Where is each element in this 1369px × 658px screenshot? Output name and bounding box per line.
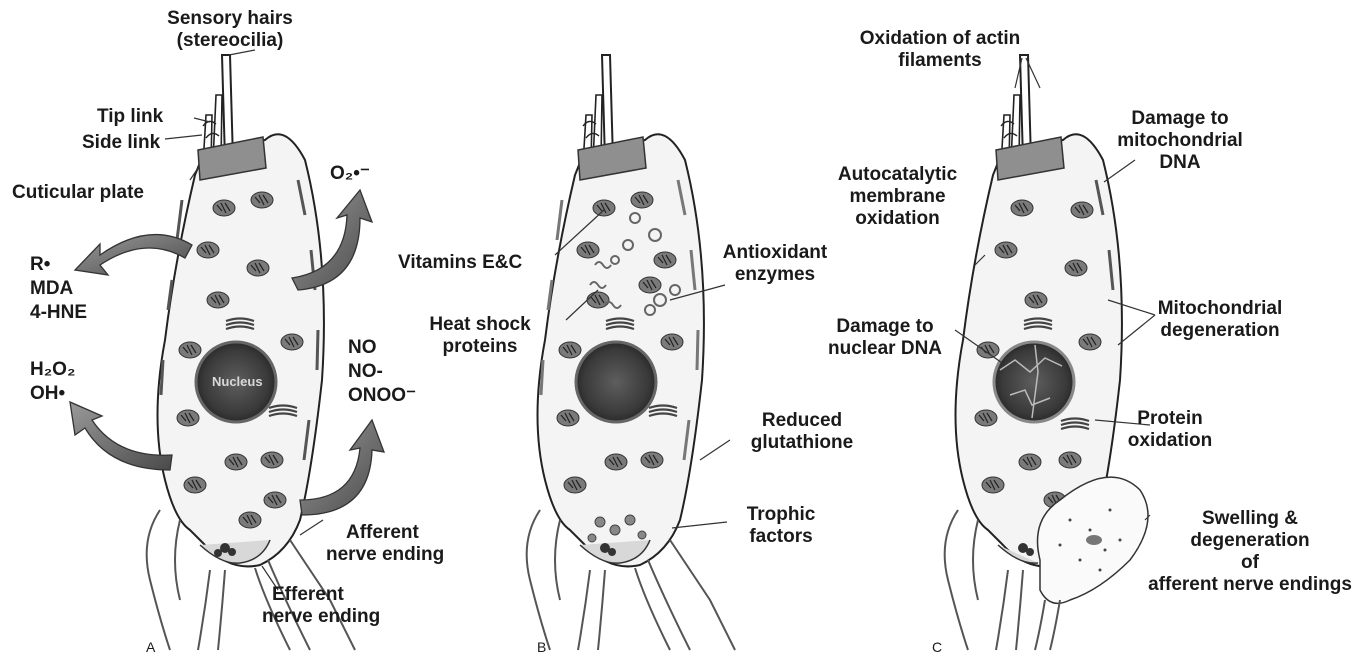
label-no-minus: NO- xyxy=(348,360,416,384)
label-protein-oxidation: Protein oxidation xyxy=(1115,408,1225,452)
label-damage-mito-line1: Damage to xyxy=(1095,108,1265,130)
label-damage-mito-line2: mitochondrial xyxy=(1095,130,1265,152)
label-trophic-line2: factors xyxy=(726,526,836,548)
label-heat-shock: Heat shock proteins xyxy=(405,314,555,358)
label-damage-nuclear-line1: Damage to xyxy=(815,316,955,338)
label-efferent-a-line1: Efferent xyxy=(262,584,380,606)
label-antioxidant-line1: Antioxidant xyxy=(700,242,850,264)
panel-letter-a: A xyxy=(146,636,155,658)
label-mda: MDA xyxy=(30,277,87,301)
label-hydroxyl: OH• xyxy=(30,382,75,406)
label-reduced-glutathione: Reduced glutathione xyxy=(732,410,872,454)
label-reduced-line1: Reduced xyxy=(732,410,872,432)
arrow-lipid-radicals xyxy=(75,235,192,275)
label-tip-link: Tip link xyxy=(97,106,163,128)
nucleus-c xyxy=(994,342,1074,422)
label-afferent-a: Afferent nerve ending xyxy=(326,522,444,566)
panel-b xyxy=(527,55,735,650)
label-damage-mito-line3: DNA xyxy=(1095,152,1265,174)
label-damage-nuclear-dna: Damage to nuclear DNA xyxy=(815,316,955,360)
label-4-hne: 4-HNE xyxy=(30,301,87,325)
label-afferent-a-line2: nerve ending xyxy=(326,544,444,566)
label-trophic-factors: Trophic factors xyxy=(726,504,836,548)
label-heat-shock-line1: Heat shock xyxy=(405,314,555,336)
label-h2o2: H₂O₂ xyxy=(30,358,75,382)
label-autocat-line1: Autocatalytic xyxy=(810,164,985,186)
label-oxidation-actin-line1: Oxidation of actin xyxy=(840,28,1040,50)
panel-letter-c: C xyxy=(932,636,942,658)
label-damage-nuclear-line2: nuclear DNA xyxy=(815,338,955,360)
label-antioxidant-line2: enzymes xyxy=(700,264,850,286)
label-damage-mito-dna: Damage to mitochondrial DNA xyxy=(1095,108,1265,174)
label-sensory-hairs: Sensory hairs (stereocilia) xyxy=(145,8,315,52)
label-superoxide: O₂•⁻ xyxy=(330,162,370,186)
panel-letter-b: B xyxy=(537,636,546,658)
label-r-radical: R• xyxy=(30,253,87,277)
label-vitamins: Vitamins E&C xyxy=(398,252,522,274)
label-swelling: Swelling & degeneration of afferent nerv… xyxy=(1135,508,1365,596)
label-protein-ox-line1: Protein xyxy=(1115,408,1225,430)
label-mito-degeneration: Mitochondrial degeneration xyxy=(1145,298,1295,342)
nucleus-b xyxy=(576,342,656,422)
label-autocat-line3: oxidation xyxy=(810,208,985,230)
label-peroxynitrite: ONOO⁻ xyxy=(348,384,416,408)
label-oxidation-actin: Oxidation of actin filaments xyxy=(840,28,1040,72)
label-efferent-a-line2: nerve ending xyxy=(262,606,380,628)
label-cuticular-plate: Cuticular plate xyxy=(12,182,144,204)
label-swelling-line3: of xyxy=(1135,552,1365,574)
label-swelling-line1: Swelling & xyxy=(1135,508,1365,530)
label-sensory-hairs-line1: Sensory hairs xyxy=(145,8,315,30)
label-oxidation-actin-line2: filaments xyxy=(840,50,1040,72)
label-lipid-radicals: R• MDA 4-HNE xyxy=(30,253,87,325)
label-heat-shock-line2: proteins xyxy=(405,336,555,358)
label-mito-degen-line2: degeneration xyxy=(1145,320,1295,342)
label-afferent-a-line1: Afferent xyxy=(326,522,444,544)
label-protein-ox-line2: oxidation xyxy=(1115,430,1225,452)
label-swelling-line4: afferent nerve endings xyxy=(1135,574,1365,596)
label-sensory-hairs-line2: (stereocilia) xyxy=(145,30,315,52)
label-h2o2-group: H₂O₂ OH• xyxy=(30,358,75,406)
label-nucleus: Nucleus xyxy=(212,374,263,389)
label-efferent-a: Efferent nerve ending xyxy=(262,584,380,628)
label-side-link: Side link xyxy=(82,132,160,154)
label-mito-degen-line1: Mitochondrial xyxy=(1145,298,1295,320)
label-autocatalytic: Autocatalytic membrane oxidation xyxy=(810,164,985,230)
label-trophic-line1: Trophic xyxy=(726,504,836,526)
label-swelling-line2: degeneration xyxy=(1135,530,1365,552)
label-autocat-line2: membrane xyxy=(810,186,985,208)
label-reduced-line2: glutathione xyxy=(732,432,872,454)
label-antioxidant: Antioxidant enzymes xyxy=(700,242,850,286)
